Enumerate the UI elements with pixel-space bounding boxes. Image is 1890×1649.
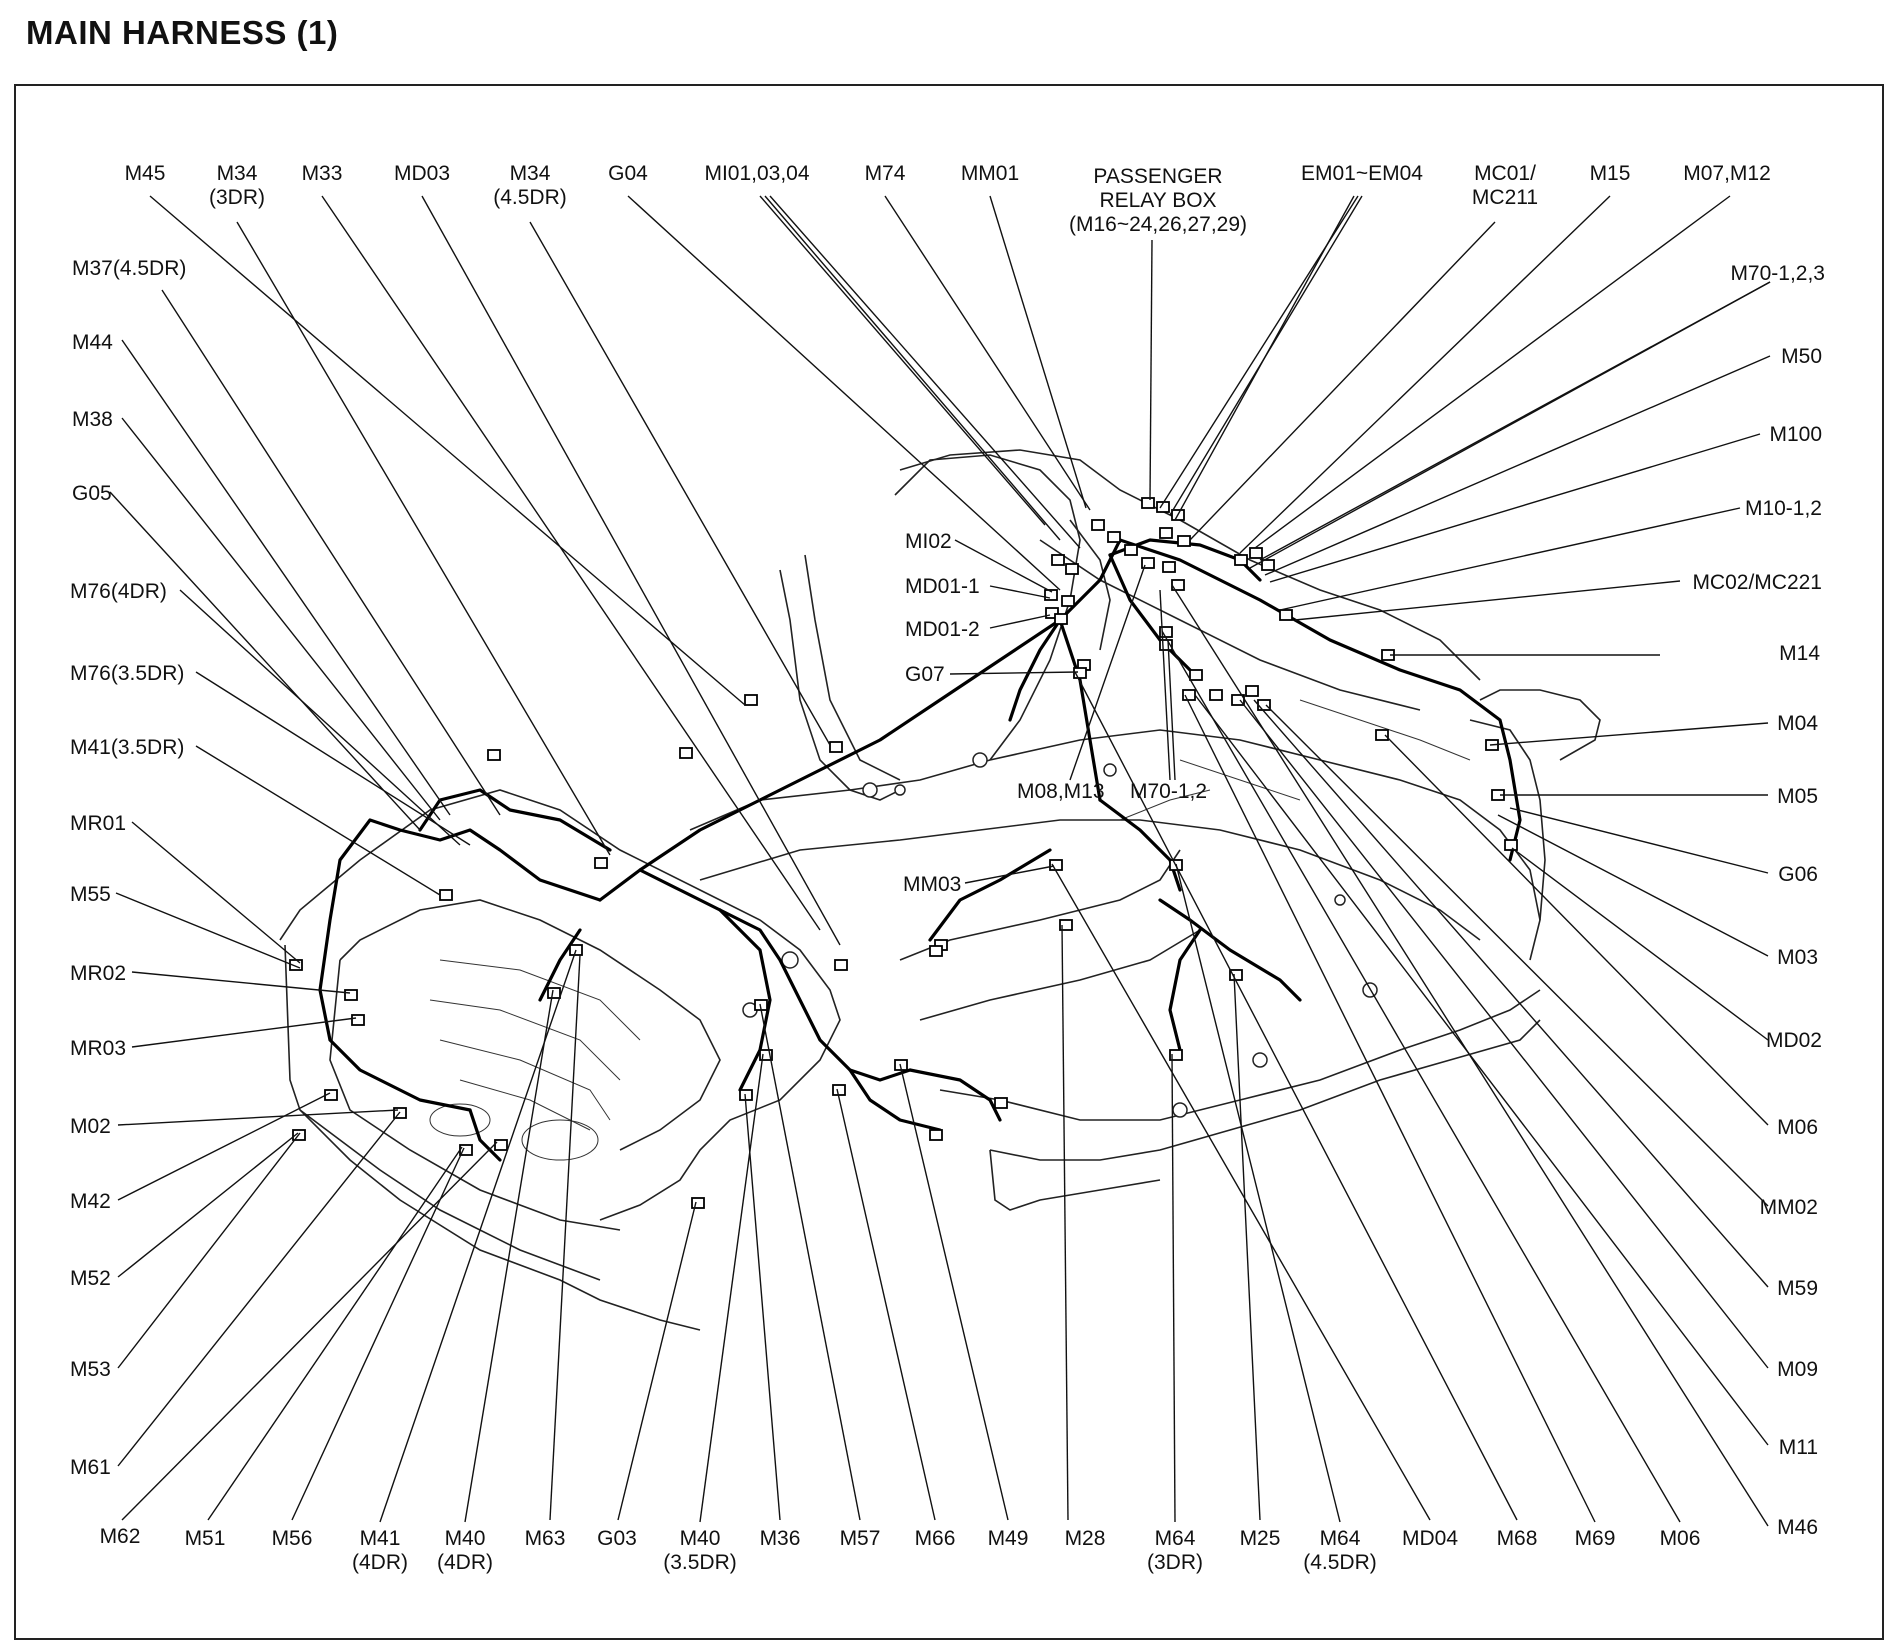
connector-label-m05: M05 — [1777, 785, 1818, 808]
connector-label-mi02: MI02 — [905, 530, 952, 553]
connectors — [289, 497, 1518, 1209]
connector-label-g05: G05 — [72, 482, 112, 505]
connector-label-mc01: MC01/MC211 — [1472, 162, 1538, 209]
connector-label-m70-12: M70-1,2 — [1130, 780, 1207, 803]
connector-label-m06-r: M06 — [1777, 1116, 1818, 1139]
connector-label-m08: M08,M13 — [1017, 780, 1105, 803]
connector-label-m44: M44 — [72, 331, 113, 354]
connector-label-m34-45dr: M34(4.5DR) — [493, 162, 567, 209]
connector-label-m25: M25 — [1240, 1527, 1281, 1550]
connector-label-m68: M68 — [1497, 1527, 1538, 1550]
connector-label-md01-1: MD01-1 — [905, 575, 980, 598]
label-layer: M45 M34(3DR) M33 MD03 M34(4.5DR) G04 MI01,03,0… — [70, 162, 1825, 1574]
connector-label-m76-4: M76(4DR) — [70, 580, 167, 603]
connector-label-mi01: MI01,03,04 — [704, 162, 809, 185]
page-title: MAIN HARNESS (1) — [26, 14, 339, 51]
connector-label-m64-45: M64(4.5DR) — [1303, 1527, 1377, 1574]
connector-label-m34-3dr: M34(3DR) — [209, 162, 265, 209]
connector-label-g04: G04 — [608, 162, 648, 185]
connector-label-m41-4: M41(4DR) — [352, 1527, 408, 1574]
connector-label-m53: M53 — [70, 1358, 111, 1381]
connector-label-m66: M66 — [915, 1527, 956, 1550]
connector-label-m37: M37(4.5DR) — [72, 257, 186, 280]
connector-label-m45: M45 — [125, 162, 166, 185]
connector-label-mm02: MM02 — [1760, 1196, 1818, 1219]
harness-wires — [318, 538, 1522, 1162]
connector-label-m57: M57 — [840, 1527, 881, 1550]
connector-label-m51: M51 — [185, 1527, 226, 1550]
connector-label-md03: MD03 — [394, 162, 450, 185]
connector-label-mr02: MR02 — [70, 962, 126, 985]
connector-label-m69: M69 — [1575, 1527, 1616, 1550]
connector-label-m41-35: M41(3.5DR) — [70, 736, 184, 759]
connector-label-m15: M15 — [1590, 162, 1631, 185]
connector-label-m28: M28 — [1065, 1527, 1106, 1550]
connector-label-m10: M10-1,2 — [1745, 497, 1822, 520]
connector-label-md04: MD04 — [1402, 1527, 1458, 1550]
connector-label-g07: G07 — [905, 663, 945, 686]
connector-label-m04: M04 — [1777, 712, 1818, 735]
connector-label-m36: M36 — [760, 1527, 801, 1550]
connector-label-md02: MD02 — [1766, 1029, 1822, 1052]
connector-label-m63: M63 — [525, 1527, 566, 1550]
connector-label-m52: M52 — [70, 1267, 111, 1290]
connector-label-g06: G06 — [1778, 863, 1818, 886]
connector-label-mm03: MM03 — [903, 873, 961, 896]
connector-label-m49: M49 — [988, 1527, 1029, 1550]
connector-label-m03: M03 — [1777, 946, 1818, 969]
connector-label-m62: M62 — [100, 1525, 141, 1548]
connector-label-m46: M46 — [1777, 1516, 1818, 1539]
connector-label-mr03: MR03 — [70, 1037, 126, 1060]
leader-lines — [109, 195, 1771, 1527]
connector-label-mm01: MM01 — [961, 162, 1019, 185]
connector-label-m50: M50 — [1781, 345, 1822, 368]
connector-label-mc02: MC02/MC221 — [1692, 571, 1822, 594]
connector-label-m59: M59 — [1777, 1277, 1818, 1300]
connector-label-m55: M55 — [70, 883, 111, 906]
connector-label-m74: M74 — [865, 162, 906, 185]
connector-label-em01: EM01~EM04 — [1301, 162, 1423, 185]
connector-label-m02: M02 — [70, 1115, 111, 1138]
connector-label-m70-123: M70-1,2,3 — [1730, 262, 1825, 285]
connector-label-m76-35: M76(3.5DR) — [70, 662, 184, 685]
connector-label-m11: M11 — [1779, 1436, 1818, 1459]
connector-label-m100: M100 — [1769, 423, 1822, 446]
connector-label-m38: M38 — [72, 408, 113, 431]
connector-label-m42: M42 — [70, 1190, 111, 1213]
connector-label-m07: M07,M12 — [1683, 162, 1771, 185]
connector-label-m33: M33 — [302, 162, 343, 185]
connector-label-m40-35: M40(3.5DR) — [663, 1527, 737, 1574]
diagram-frame — [14, 84, 1884, 1640]
connector-label-m40-4: M40(4DR) — [437, 1527, 493, 1574]
connector-label-m09: M09 — [1777, 1358, 1818, 1381]
connector-label-m64-3: M64(3DR) — [1147, 1527, 1203, 1574]
connector-label-m56: M56 — [272, 1527, 313, 1550]
connector-label-g03: G03 — [597, 1527, 637, 1550]
connector-label-m61: M61 — [70, 1456, 111, 1479]
connector-label-md01-2: MD01-2 — [905, 618, 980, 641]
connector-label-m06-b: M06 — [1660, 1527, 1701, 1550]
connector-label-m14: M14 — [1779, 642, 1820, 665]
connector-label-mr01: MR01 — [70, 812, 126, 835]
